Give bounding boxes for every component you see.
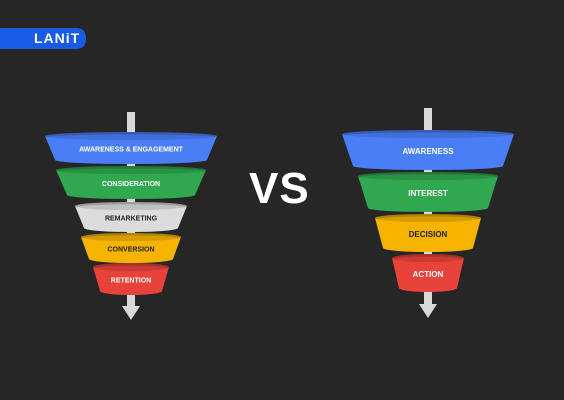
funnel-stage-rim-highlight xyxy=(344,132,512,138)
funnel-stage-rim-highlight xyxy=(377,216,479,222)
funnel-stage-body xyxy=(392,258,464,292)
funnel-stage-rim-highlight xyxy=(77,204,185,210)
funnel-stage-body xyxy=(56,170,206,199)
funnel-stage-rim-highlight xyxy=(83,235,179,241)
funnel-stage-left_funnel: REMARKETING xyxy=(75,202,187,232)
funnel-stage-right_funnel: DECISION xyxy=(375,214,481,252)
funnel-stage-body xyxy=(75,206,187,232)
arrow-head xyxy=(419,304,437,318)
funnel-stage-body xyxy=(342,134,514,170)
funnel-stage-right_funnel: INTEREST xyxy=(358,172,498,212)
funnel-stage-label: INTEREST xyxy=(408,189,448,198)
logo-text: LANiT xyxy=(34,30,81,46)
arrow-head xyxy=(122,306,140,320)
funnel-stage-label: ACTION xyxy=(413,270,444,279)
funnel-stage-label: CONVERSION xyxy=(107,247,154,254)
funnel-stage-right_funnel: AWARENESS xyxy=(342,130,514,170)
right-funnel: AWARENESS INTEREST DECISION ACTION xyxy=(342,130,514,292)
funnel-stage-body xyxy=(358,176,498,212)
left-funnel: AWARENESS & ENGAGEMENT CONSIDERATION REMAR… xyxy=(45,132,217,295)
funnel-stage-right_funnel: ACTION xyxy=(392,254,464,292)
funnel-stage-label: CONSIDERATION xyxy=(102,181,160,188)
funnel-stage-label: AWARENESS & ENGAGEMENT xyxy=(79,147,184,154)
logo-badge-shape xyxy=(0,28,86,49)
funnel-stage-left_funnel: CONSIDERATION xyxy=(56,166,206,199)
funnel-stage-left_funnel: RETENTION xyxy=(93,263,169,295)
funnel-stage-label: AWARENESS xyxy=(402,147,454,156)
funnel-stage-rim-highlight xyxy=(95,265,167,272)
funnel-stage-rim-highlight xyxy=(394,256,462,263)
funnel-stage-left_funnel: CONVERSION xyxy=(81,233,181,263)
funnel-stage-body xyxy=(93,267,169,295)
funnel-stage-body xyxy=(81,237,181,263)
funnel-stage-label: REMARKETING xyxy=(105,216,158,223)
logo-badge: LANiT xyxy=(0,28,86,49)
funnel-stage-left_funnel: AWARENESS & ENGAGEMENT xyxy=(45,132,217,164)
funnel-stage-body xyxy=(375,218,481,252)
funnel-stage-body xyxy=(45,136,217,164)
funnel-stage-rim-highlight xyxy=(47,134,215,140)
funnel-stage-label: DECISION xyxy=(409,230,448,239)
funnel-stage-label: RETENTION xyxy=(111,278,151,285)
vs-label: VS xyxy=(249,164,310,213)
funnel-stage-rim-highlight xyxy=(58,168,204,174)
funnel-stage-rim-highlight xyxy=(360,174,496,180)
